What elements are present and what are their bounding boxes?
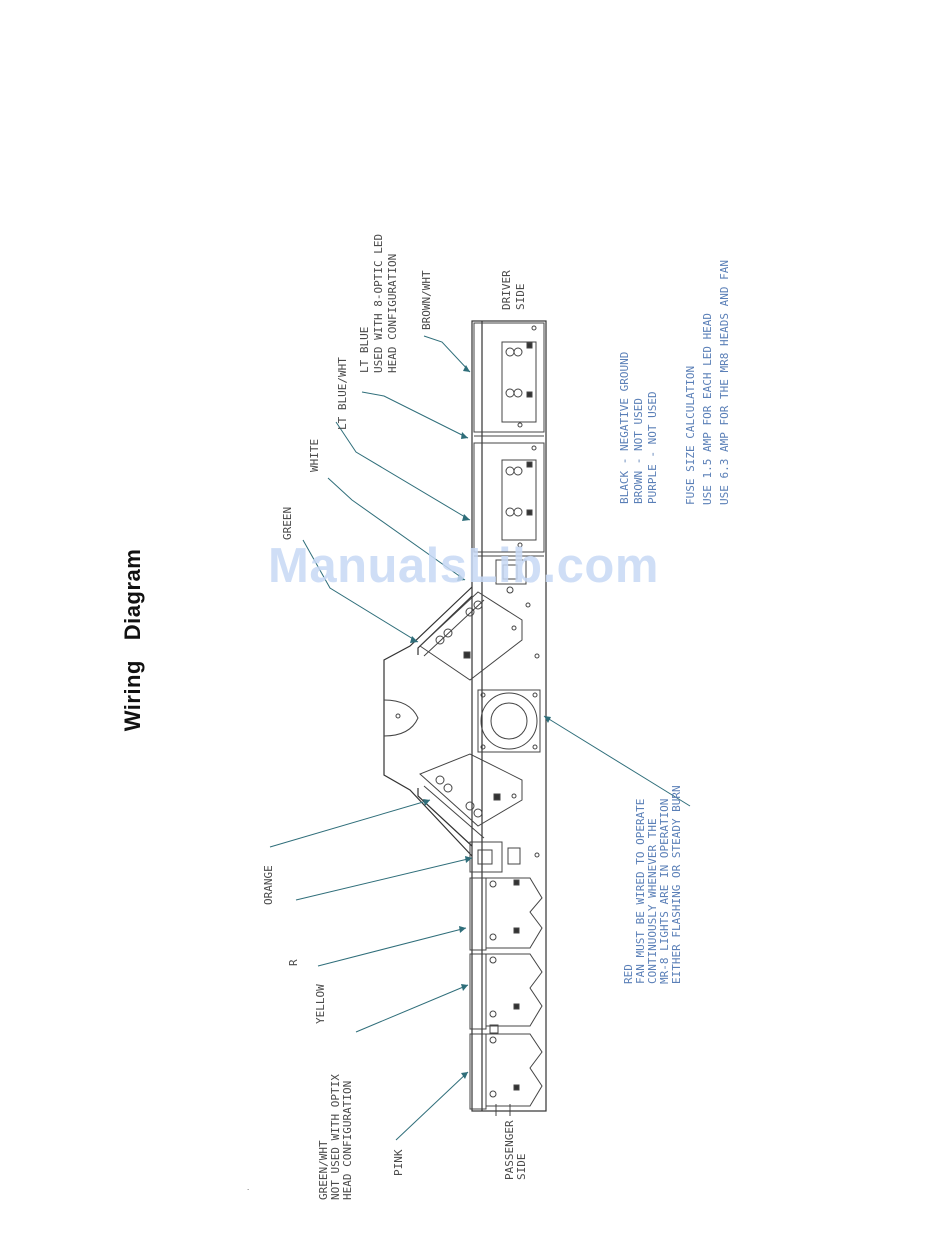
fuse-notes: FUSE SIZE CALCULATION USE 1.5 AMP FOR EA… — [684, 260, 731, 505]
label-pink: PINK — [392, 1149, 405, 1176]
leader-red-fan — [543, 715, 691, 807]
label-orange: ORANGE — [262, 865, 275, 905]
leader-green — [302, 539, 419, 643]
leader-brown-wht — [423, 335, 471, 373]
wire-labels: GREEN/WHT NOT USED WITH OPTIX HEAD CONFI… — [262, 227, 731, 1200]
leader-pink — [395, 1071, 469, 1141]
module-driver-1 — [473, 322, 545, 433]
center-housing — [383, 586, 473, 857]
arrow-heads — [410, 365, 551, 1079]
lightbar-body — [471, 320, 547, 1112]
label-lt-blue-wht: LT BLUE/WHT — [336, 357, 349, 430]
module-center-upper — [419, 591, 523, 681]
module-center-lower — [419, 753, 523, 827]
leader-white — [327, 477, 466, 581]
leader-orange — [269, 799, 431, 848]
leader-red-wht — [295, 857, 473, 901]
passenger-modules — [469, 877, 543, 1116]
leader-lines — [269, 335, 691, 1141]
label-lt-blue: LT BLUE USED WITH 8-OPTIC LED HEAD CONFI… — [358, 227, 399, 373]
watermark: ManualsLib.com — [268, 539, 659, 593]
lightbar-outline — [383, 320, 547, 1112]
module-driver-2 — [473, 442, 545, 553]
label-passenger-side: PASSENGER SIDE — [503, 1114, 528, 1180]
module-passenger-2 — [485, 953, 543, 1027]
label-white: WHITE — [308, 439, 321, 472]
corner-mark: . — [247, 1183, 250, 1192]
connector-block — [469, 841, 503, 873]
label-driver-side: DRIVER SIDE — [500, 264, 527, 310]
driver-modules — [473, 322, 545, 608]
module-passenger-1 — [485, 877, 543, 949]
label-red-fan-note: RED FAN MUST BE WIRED TO OPERATE CONTINU… — [622, 785, 683, 984]
center-components — [383, 591, 541, 873]
label-red-wht: R — [287, 959, 300, 966]
fan — [477, 689, 541, 753]
label-green-wht: GREEN/WHT NOT USED WITH OPTIX HEAD CONFI… — [317, 1068, 354, 1200]
leader-lt-blue — [361, 391, 469, 439]
leader-green-wht — [355, 984, 469, 1033]
label-yellow: YELLOW — [314, 984, 327, 1024]
module-passenger-3 — [485, 1033, 543, 1107]
label-green: GREEN — [281, 507, 294, 540]
leader-lt-blue-wht — [335, 421, 471, 521]
leader-yellow — [317, 927, 467, 967]
label-brown-wht: BROWN/WHT — [420, 270, 433, 330]
ground-notes: BLACK - NEGATIVE GROUND BROWN - NOT USED… — [618, 345, 659, 504]
